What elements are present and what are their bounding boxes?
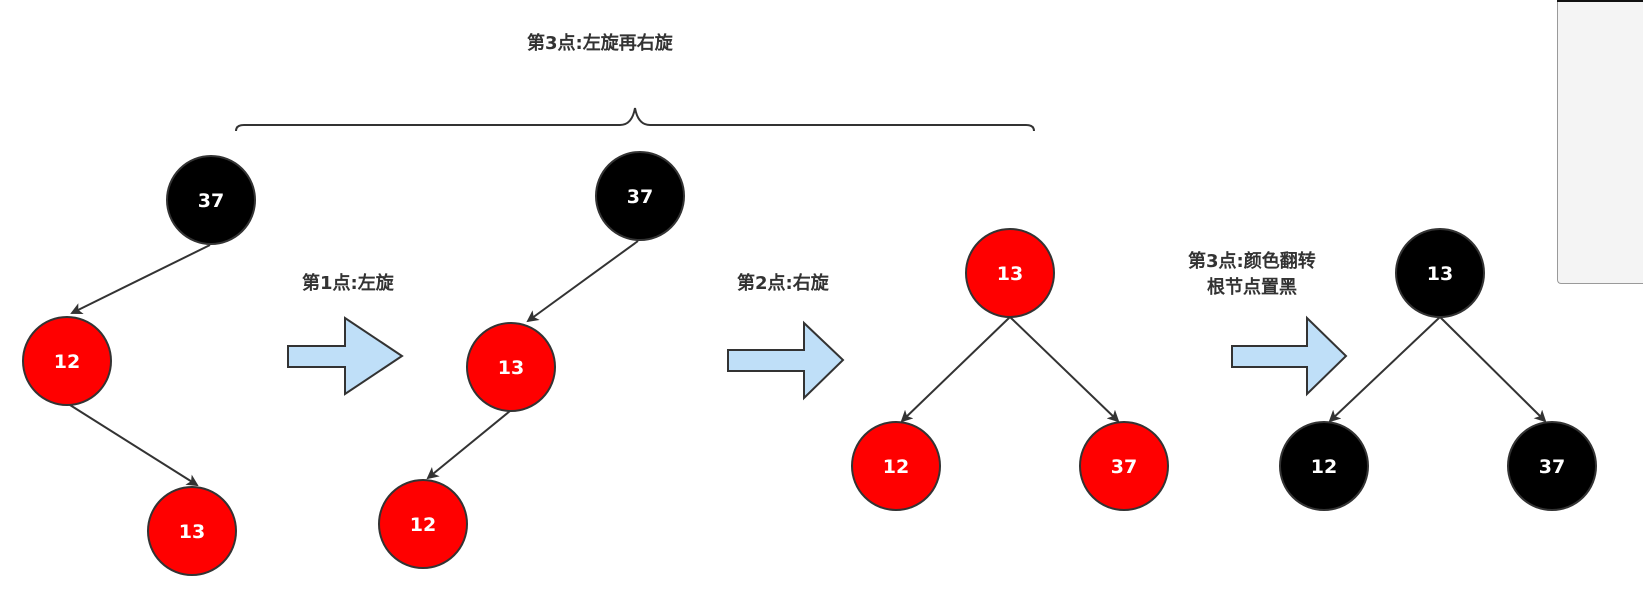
node-key: 13 [179,521,205,543]
node-12: 12 [378,479,468,569]
step-2-label: 第2点:右旋 [737,273,829,294]
node-key: 37 [198,190,224,212]
node-13: 13 [147,486,237,576]
block-arrow-2 [727,320,845,401]
node-key: 12 [54,351,80,373]
node-key: 12 [410,514,436,536]
node-key: 37 [627,186,653,208]
node-13: 13 [466,322,556,412]
edge-13-12 [426,410,511,480]
edge-13-12 [1328,316,1441,423]
node-12: 12 [22,316,112,406]
edge-13-37 [1009,316,1120,423]
node-13: 13 [965,228,1055,318]
tree-after-left-rotate: 37 13 12 [378,151,685,569]
block-arrow-3 [1231,315,1348,397]
node-37: 37 [595,151,685,241]
tree-initial: 37 12 13 [22,155,256,576]
node-key: 12 [1311,456,1337,478]
node-12: 12 [851,421,941,511]
tree-after-recolor: 13 12 37 [1279,228,1597,511]
tree-after-right-rotate: 13 12 37 [851,228,1169,511]
node-key: 12 [883,456,909,478]
edge-37-12 [70,244,211,314]
node-key: 13 [997,263,1023,285]
node-key: 37 [1111,456,1137,478]
node-37: 37 [1507,421,1597,511]
edge-13-37 [1439,316,1547,423]
edge-13-12 [900,316,1011,423]
curly-brace [235,107,1035,132]
node-key: 13 [498,357,524,379]
edge-37-13 [526,240,639,323]
node-key: 37 [1539,456,1565,478]
step-3-label-line1: 第3点:颜色翻转 [1188,251,1316,272]
node-12: 12 [1279,421,1369,511]
block-arrow-1 [287,316,404,396]
diagram-title: 第3点:左旋再右旋 [527,33,673,54]
node-37: 37 [1079,421,1169,511]
node-37: 37 [166,155,256,245]
edge-12-13 [69,404,199,487]
step-1-label: 第1点:左旋 [302,273,394,294]
side-panel [1557,0,1643,284]
node-13: 13 [1395,228,1485,318]
side-panel-top-border [1557,0,1643,2]
node-key: 13 [1427,263,1453,285]
step-3-label-line2: 根节点置黑 [1207,277,1297,298]
